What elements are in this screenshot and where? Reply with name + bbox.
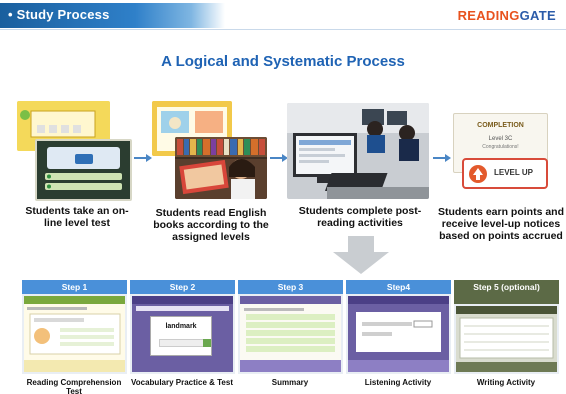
certificate-subtitle: Congratulations! [482,144,519,150]
process-caption-4: Students earn points and receive level-u… [437,206,564,242]
step-4-screen [348,296,449,372]
header-bar: • Study Process READINGGATE [0,0,566,30]
step-5-panel[interactable]: Step 5 (optional) [454,280,559,374]
vocab-answer-field[interactable] [159,339,205,347]
level-test-screen-back [17,101,110,151]
process-arrow-1 [134,154,152,162]
student-reading-photo [175,137,267,199]
certificate-level: Level 3C [488,136,513,142]
step-5-screen [456,306,557,372]
step-3-header: Step 3 [238,280,343,294]
step-3-label: Summary [271,378,309,387]
step-2-header: Step 2 [130,280,235,294]
step-4-panel[interactable]: Step4 [346,280,451,374]
process-caption-2: Students read English books according to… [153,207,269,243]
step-5-header: Step 5 (optional) [454,280,559,304]
process-caption-1: Students take an on-line level test [25,205,129,229]
certificate-title: COMPLETION [477,122,524,129]
vocab-word-card: landmark [150,316,212,356]
step-5-label: Writing Activity [476,378,536,387]
step-2-panel[interactable]: Step 2 landmark [130,280,235,374]
step-4-header: Step4 [346,280,451,294]
step-4-label: Listening Activity [364,378,432,387]
vocab-word: landmark [165,323,197,330]
step-2-label: Vocabulary Practice & Test [131,378,233,387]
down-arrow-icon [333,236,389,274]
step-3-screen [240,296,341,372]
page-header-title: • Study Process [8,7,110,22]
step-2-screen: landmark [132,296,233,372]
level-test-screen-front [35,139,132,201]
step-1-panel[interactable]: Step 1 [22,280,127,374]
level-up-label: LEVEL UP [494,168,533,177]
main-title: A Logical and Systematic Process [161,53,405,70]
reading-gate-logo: READINGGATE [457,8,556,23]
header-title-background [0,3,225,28]
process-arrow-2 [270,154,288,162]
level-up-notice: LEVEL UP [462,158,548,189]
step-3-panel[interactable]: Step 3 [238,280,343,374]
process-caption-3: Students complete post-reading activitie… [298,205,422,229]
step-1-label: Reading Comprehension Test [26,378,122,394]
level-up-icon [469,165,487,183]
header-divider [0,29,566,30]
computer-lab-photo [287,103,429,199]
vocab-check-button[interactable] [203,339,211,347]
process-arrow-3 [433,154,451,162]
step-1-header: Step 1 [22,280,127,294]
step-1-screen [24,296,125,372]
